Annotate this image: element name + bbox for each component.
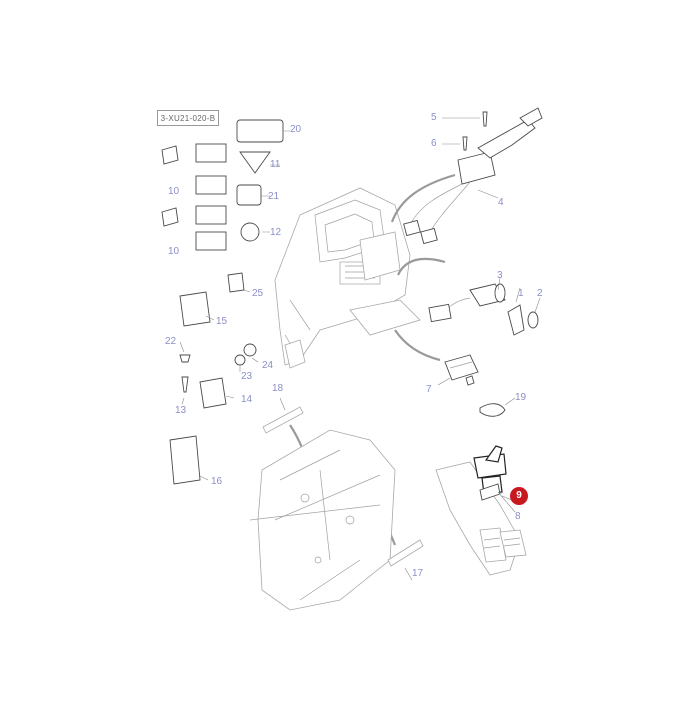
- connector-block: [437, 354, 516, 417]
- callout-17[interactable]: 17: [412, 568, 424, 579]
- chassis-frame: [249, 397, 424, 611]
- combination-switch: [403, 107, 543, 245]
- callout-23[interactable]: 23: [241, 371, 253, 382]
- callout-1[interactable]: 1: [518, 288, 524, 299]
- callout-25[interactable]: 25: [252, 288, 264, 299]
- instrument-console: [274, 187, 421, 369]
- callout-9-highlighted[interactable]: 9: [510, 487, 528, 505]
- callout-15[interactable]: 15: [216, 316, 228, 327]
- callout-4[interactable]: 4: [498, 197, 504, 208]
- callout-22[interactable]: 22: [165, 336, 177, 347]
- callout-10-upper[interactable]: 10: [168, 186, 180, 197]
- callout-20[interactable]: 20: [290, 124, 302, 135]
- callout-24[interactable]: 24: [262, 360, 274, 371]
- ignition-switch-assembly: [428, 277, 541, 336]
- callout-6[interactable]: 6: [431, 138, 437, 149]
- callout-5[interactable]: 5: [431, 112, 437, 123]
- callout-10-lower[interactable]: 10: [168, 246, 180, 257]
- callout-14[interactable]: 14: [241, 394, 253, 405]
- callout-7[interactable]: 7: [426, 384, 432, 395]
- callout-11[interactable]: 11: [270, 159, 281, 170]
- callout-2[interactable]: 2: [537, 288, 543, 299]
- relays-and-fasteners: [169, 272, 259, 485]
- pedal-assembly: [435, 445, 527, 576]
- rocker-switches: [161, 119, 290, 251]
- callout-13[interactable]: 13: [175, 405, 187, 416]
- callout-21[interactable]: 21: [268, 191, 280, 202]
- callout-18[interactable]: 18: [272, 383, 284, 394]
- callout-12[interactable]: 12: [270, 227, 282, 238]
- callout-19[interactable]: 19: [515, 392, 527, 403]
- callout-3[interactable]: 3: [497, 270, 503, 281]
- callout-8[interactable]: 8: [515, 511, 521, 522]
- diagram-reference-code: 3-XU21-020-B: [157, 110, 219, 126]
- callout-16[interactable]: 16: [211, 476, 223, 487]
